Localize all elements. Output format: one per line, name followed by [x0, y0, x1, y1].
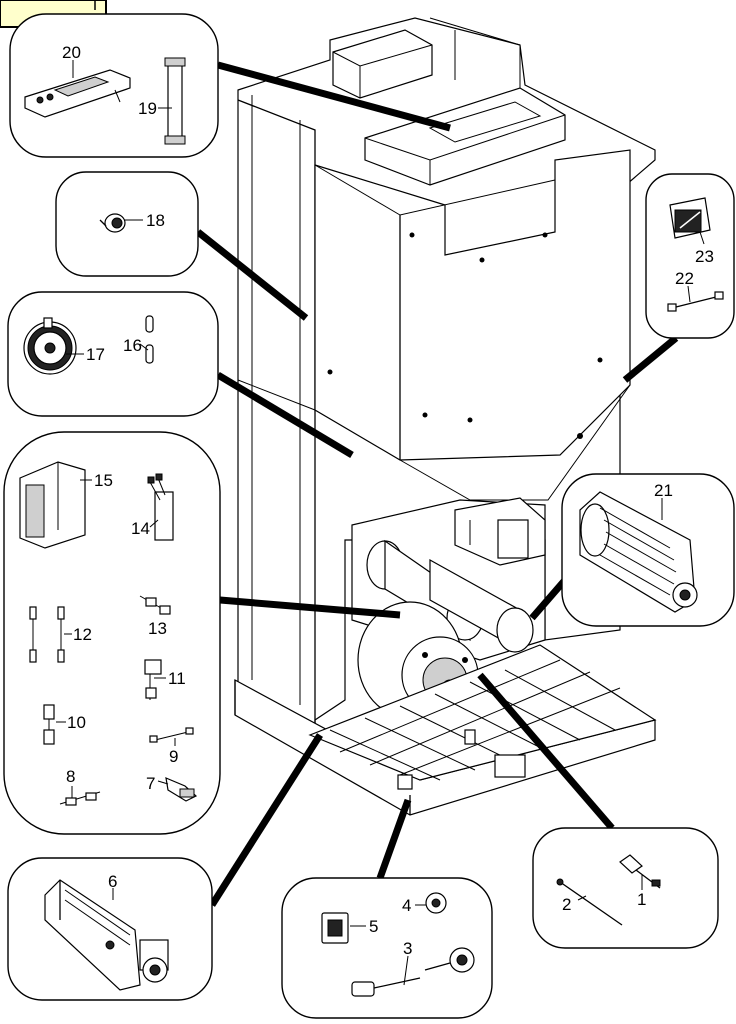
callout-18: 18: [146, 211, 165, 230]
sensor-wire-part: [149, 727, 194, 743]
grommet-part: [425, 892, 447, 914]
wiring-harness-part: [147, 473, 174, 541]
bubble-fan: [561, 473, 735, 627]
callout-17: 17: [86, 345, 105, 364]
fuse-part: [29, 606, 65, 663]
bubble-sensors: [532, 827, 719, 949]
control-board-part: [19, 461, 86, 549]
callout-14: 14: [131, 519, 150, 538]
auger-assembly-part: [44, 879, 169, 991]
bubble-igniter: [281, 877, 493, 1019]
callout-8: 8: [66, 767, 75, 786]
bracket-sensor-part: [619, 854, 661, 889]
callout-20: 20: [62, 43, 81, 62]
cable-part: [59, 791, 101, 806]
bubble-controls: [9, 13, 219, 158]
ribbon-cable-part: [164, 57, 186, 145]
callout-5: 5: [369, 917, 378, 936]
callout-23: 23: [695, 247, 714, 266]
convection-fan-part: [579, 491, 698, 613]
callout-22: 22: [675, 269, 694, 288]
jumper-wire-part: [667, 291, 724, 312]
small-harness-part: [139, 595, 171, 615]
probe-part: [556, 878, 623, 926]
thermostat-part: [99, 213, 126, 233]
callout-13: 13: [148, 619, 167, 638]
callout-4: 4: [402, 896, 411, 915]
bubble-thermostat: [55, 171, 199, 277]
callout-9: 9: [169, 747, 178, 766]
callout-16: 16: [123, 336, 142, 355]
callout-10: 10: [67, 713, 86, 732]
bubble-limit-switch: [645, 173, 735, 339]
callout-12: 12: [73, 625, 92, 644]
callout-21: 21: [654, 481, 673, 500]
bubble-pressure-switch: [7, 291, 219, 417]
snap-disc-part: [669, 197, 711, 239]
callout-3: 3: [403, 939, 412, 958]
main-boiler-unit: [234, 17, 657, 816]
bubble-electronics: [3, 431, 221, 835]
igniter-part: [351, 947, 475, 997]
callout-7: 7: [146, 774, 155, 793]
terminal-part: [165, 777, 198, 802]
control-panel-part: [24, 69, 131, 118]
switch-part: [321, 912, 349, 944]
leader-lines: [195, 61, 679, 907]
callout-labels: 1 2 3 4 5 6 7 8 9 10 11 12 13 14 15 16 1…: [62, 43, 714, 958]
callout-6: 6: [108, 872, 117, 891]
callout-11: 11: [168, 669, 186, 688]
callout-19: 19: [138, 99, 157, 118]
relay-part: [144, 659, 162, 700]
pressure-switch-part: [23, 317, 77, 375]
connector-part: [43, 704, 55, 745]
bubble-auger: [7, 857, 213, 1001]
callout-1: 1: [637, 890, 646, 909]
callout-15: 15: [94, 471, 113, 490]
callout-2: 2: [562, 895, 571, 914]
